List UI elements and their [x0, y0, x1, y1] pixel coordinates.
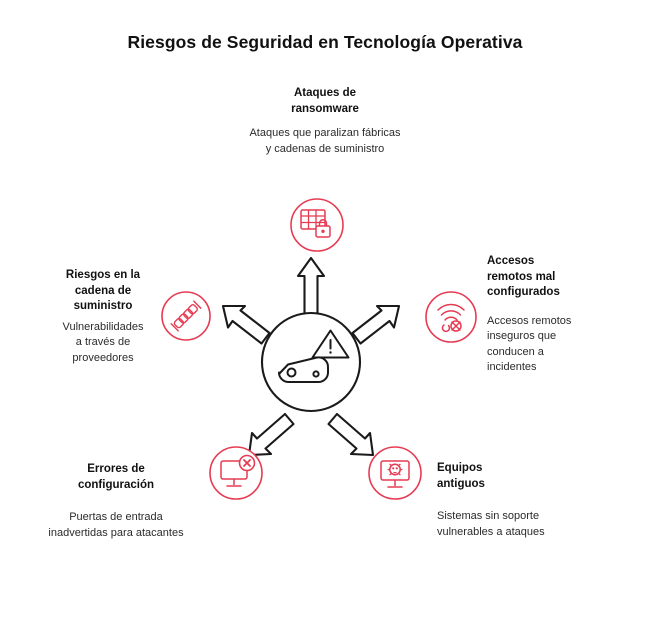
arrow-to-misconfiguration [247, 412, 295, 457]
node-icon-supply-chain[interactable] [161, 291, 211, 341]
central-hub [260, 311, 362, 413]
label-supply-chain-title: Riesgos en la cadena de suministro [65, 269, 141, 313]
chain-links-icon [170, 300, 202, 332]
label-misconfiguration-description: Puertas de entrada inadvertidas para ata… [48, 511, 184, 539]
label-remote-access-title: Accesos remotos mal configurados [487, 255, 560, 299]
arrow-to-ransomware [296, 256, 326, 319]
arrow-to-remote-access [351, 304, 401, 345]
label-legacy-equipment-description: Sistemas sin soporte vulnerables a ataqu… [437, 510, 545, 538]
node-icon-legacy-equipment[interactable] [368, 446, 422, 500]
node-icon-remote-access[interactable] [425, 291, 477, 343]
label-legacy-equipment: Equipos antiguos Sistemas sin soporte vu… [437, 461, 612, 540]
node-icon-ransomware[interactable] [290, 198, 344, 252]
page-title: Riesgos de Seguridad en Tecnología Opera… [127, 32, 523, 52]
arrow-to-legacy-equipment [327, 412, 375, 457]
warning-triangle-icon [311, 329, 350, 359]
industrial-controller-icon [278, 356, 330, 383]
node-icon-misconfiguration[interactable] [209, 446, 263, 500]
label-legacy-equipment-title: Equipos antiguos [437, 462, 485, 490]
label-supply-chain-description: Vulnerabilidades a través de proveedores [62, 320, 144, 364]
arrow-to-supply-chain [221, 304, 271, 345]
label-supply-chain: Riesgos en la cadena de suministro Vulne… [45, 268, 161, 366]
locked-database-icon [300, 209, 331, 238]
label-ransomware-description: Ataques que paralizan fábricas y cadenas… [249, 127, 401, 155]
monitor-error-icon [220, 454, 256, 487]
wifi-disabled-icon [437, 303, 465, 333]
label-ransomware: Ataques de ransomware Ataques que parali… [200, 86, 450, 157]
label-misconfiguration: Errores de configuración Puertas de entr… [26, 462, 206, 541]
label-misconfiguration-title: Errores de configuración [77, 463, 155, 491]
label-remote-access-description: Accesos remotos inseguros que conducen a… [487, 314, 572, 374]
monitor-malware-icon [380, 460, 410, 488]
label-ransomware-title: Ataques de ransomware [291, 87, 359, 115]
label-remote-access: Accesos remotos mal configurados Accesos… [487, 254, 632, 376]
